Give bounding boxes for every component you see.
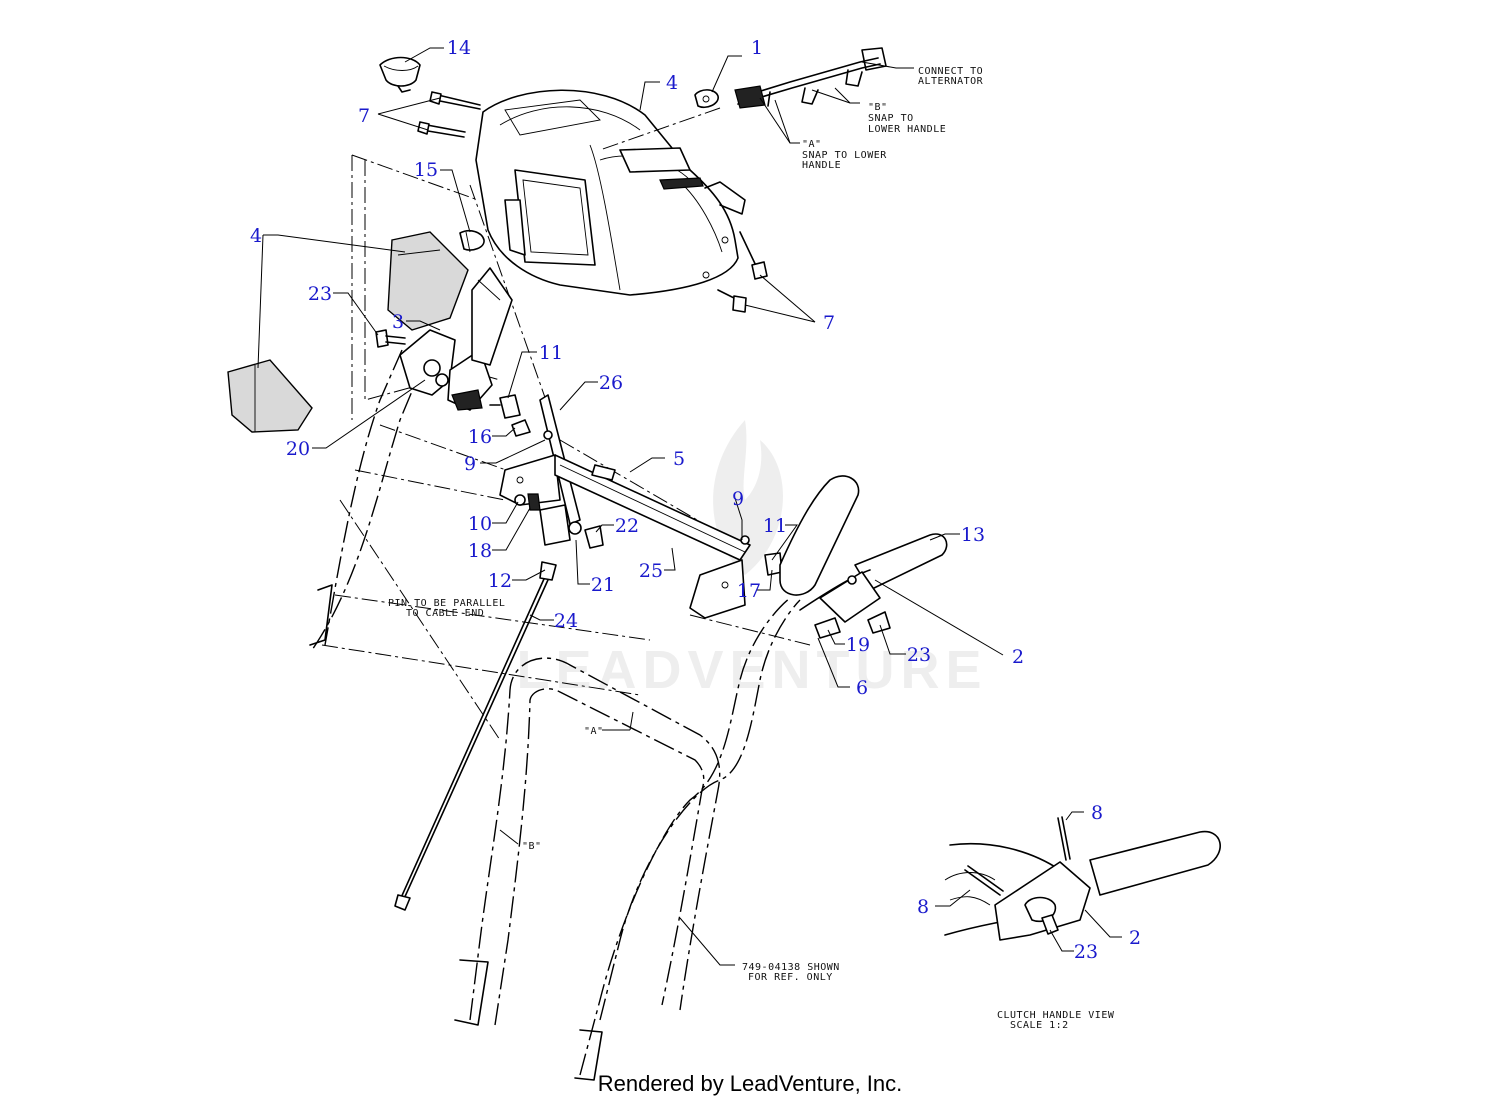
footer-credit: Rendered by LeadVenture, Inc. [598, 1071, 903, 1096]
note-alternator-line2: ALTERNATOR [918, 76, 984, 87]
lower-handle [454, 597, 801, 1081]
callout-14: 14 [447, 37, 471, 59]
callout-25: 25 [639, 560, 663, 582]
callout-numbers: 1 14 4 7 15 4 23 3 7 11 26 16 20 5 9 9 1… [250, 37, 1141, 963]
callout-12: 12 [488, 570, 512, 592]
note-snap-b-line3: LOWER HANDLE [868, 124, 946, 135]
callout-9-right: 9 [732, 488, 744, 510]
annotation-notes: CONNECT TO ALTERNATOR "B" SNAP TO LOWER … [388, 66, 1115, 1031]
note-snap-a-line3: HANDLE [802, 160, 841, 171]
hardware-center [514, 430, 783, 576]
callout-7-upper: 7 [358, 105, 370, 127]
dash-panel-small [387, 231, 469, 331]
callout-1: 1 [751, 37, 763, 59]
callout-21: 21 [591, 574, 615, 596]
callout-19: 19 [846, 634, 870, 656]
callout-18: 18 [468, 540, 492, 562]
note-view-scale: SCALE 1:2 [1010, 1020, 1069, 1031]
callout-8-side: 8 [917, 896, 929, 918]
wire-harness [599, 47, 887, 151]
cable [394, 561, 557, 911]
screws-lower [717, 231, 768, 313]
callout-20: 20 [286, 438, 310, 460]
callout-11-right: 11 [763, 515, 787, 537]
note-shown-line2: FOR REF. ONLY [748, 972, 833, 983]
leader-lines [257, 47, 1122, 966]
callout-11-upper: 11 [539, 342, 563, 364]
bulb [459, 230, 485, 253]
note-pin-line2: TO CABLE END [406, 608, 484, 619]
right-upper-handle [779, 475, 948, 639]
clutch-handle-view [944, 816, 1221, 941]
callout-23-left: 23 [308, 283, 332, 305]
note-snap-b-line2: SNAP TO [868, 113, 914, 124]
left-upper-handle [309, 349, 426, 651]
bushing-16 [511, 419, 531, 437]
callout-10: 10 [468, 513, 492, 535]
callout-9-left: 9 [464, 453, 476, 475]
chute-control-bracket [399, 329, 493, 411]
callout-4-console: 4 [666, 72, 678, 94]
note-snap-a-line2: SNAP TO LOWER [802, 150, 887, 161]
callout-8-top: 8 [1091, 802, 1103, 824]
screws-upper [417, 91, 481, 138]
watermark-text: LEADVENTURE [516, 640, 987, 700]
callout-22: 22 [615, 515, 639, 537]
note-snap-b-line1: "B" [868, 102, 888, 113]
callout-5: 5 [673, 448, 685, 470]
callout-17: 17 [737, 580, 761, 602]
chute-rod [471, 267, 513, 366]
bolt-left [375, 329, 406, 348]
knob [379, 56, 421, 93]
note-ref-a: "A" [584, 726, 604, 737]
bracket-11-upper [489, 394, 521, 419]
callout-15: 15 [414, 159, 438, 181]
note-snap-a-line1: "A" [802, 139, 822, 150]
callout-24: 24 [554, 610, 578, 632]
note-shown-line1: 749-04138 SHOWN [742, 962, 840, 973]
callout-2-inset: 2 [1129, 927, 1141, 949]
note-ref-b: "B" [522, 841, 542, 852]
callout-6: 6 [856, 677, 868, 699]
callout-23-inset: 23 [1074, 941, 1098, 963]
callout-23-right: 23 [907, 644, 931, 666]
callout-16: 16 [468, 426, 492, 448]
console-housing [475, 89, 746, 296]
callout-2-main: 2 [1012, 646, 1024, 668]
callout-7-lower: 7 [823, 312, 835, 334]
callout-26: 26 [599, 372, 623, 394]
callout-4-panel: 4 [250, 225, 262, 247]
callout-13: 13 [961, 524, 985, 546]
note-alternator-line1: CONNECT TO [918, 66, 983, 77]
dash-bracket [499, 454, 751, 619]
note-view-title: CLUTCH HANDLE VIEW [997, 1010, 1115, 1021]
note-pin-line1: PIN TO BE PARALLEL [388, 598, 505, 609]
callout-3: 3 [392, 311, 404, 333]
dash-panel-large [227, 359, 313, 433]
